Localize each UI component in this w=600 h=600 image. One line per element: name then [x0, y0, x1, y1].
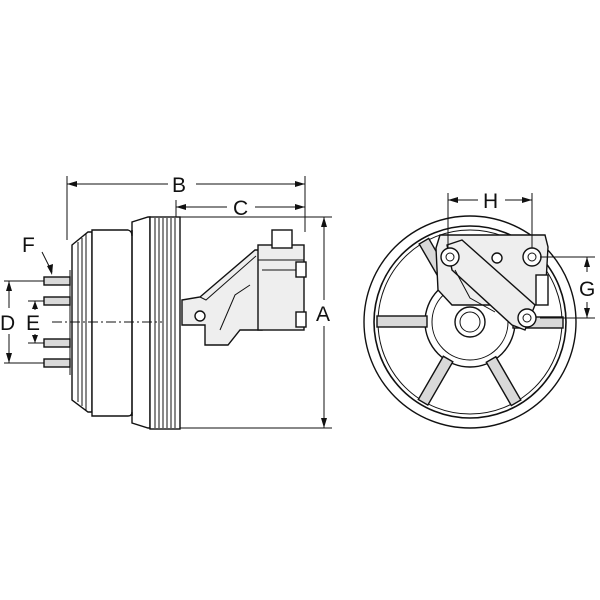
dimension-b — [66, 176, 306, 240]
clutch-body — [91, 216, 151, 429]
front-bracket — [435, 234, 549, 331]
label-e: E — [26, 312, 40, 335]
front-view — [363, 193, 595, 429]
mounting-bracket — [181, 229, 307, 346]
label-h: H — [483, 190, 498, 213]
label-b: B — [172, 174, 186, 197]
label-a: A — [316, 303, 330, 326]
label-f: F — [22, 234, 35, 257]
dimension-c — [175, 200, 305, 217]
side-view — [4, 176, 332, 430]
dimension-h — [447, 193, 533, 248]
label-c: C — [233, 197, 248, 220]
dimension-e — [28, 300, 44, 344]
label-g: G — [579, 278, 595, 301]
pulley-grooves — [154, 218, 176, 428]
dimension-f — [41, 251, 53, 275]
dimension-g — [540, 256, 595, 319]
center-bore — [454, 306, 486, 338]
dimension-d — [4, 280, 44, 364]
dimension-a — [180, 216, 332, 429]
label-d: D — [0, 312, 15, 335]
